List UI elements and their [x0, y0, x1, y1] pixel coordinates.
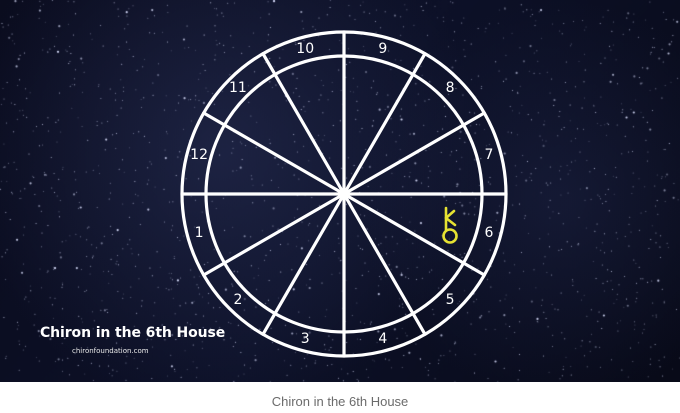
house-number: 3: [301, 331, 310, 347]
house-cusp: [261, 52, 346, 196]
house-cusp: [202, 192, 346, 277]
house-cusp: [342, 192, 427, 336]
house-cusp: [342, 52, 427, 196]
house-number: 7: [484, 147, 493, 163]
house-number: 1: [195, 225, 204, 241]
house-number: 6: [484, 225, 493, 241]
house-cusps: [180, 30, 508, 358]
house-number: 4: [378, 331, 387, 347]
house-cusp: [342, 192, 486, 277]
house-number: 10: [296, 41, 314, 57]
house-cusp: [202, 111, 346, 196]
house-cusp: [261, 192, 346, 336]
house-number: 5: [446, 292, 455, 308]
house-number: 8: [446, 80, 455, 96]
house-number: 2: [233, 292, 242, 308]
image-caption: Chiron in the 6th House: [271, 394, 409, 409]
house-cusp: [342, 111, 486, 196]
house-number: 11: [229, 80, 247, 96]
image-overlay-site: chironfoundation.com: [72, 347, 149, 355]
image-overlay-title: Chiron in the 6th House: [40, 325, 226, 341]
house-number: 12: [190, 147, 208, 163]
chiron-icon: [442, 206, 458, 244]
house-number: 9: [378, 41, 387, 57]
